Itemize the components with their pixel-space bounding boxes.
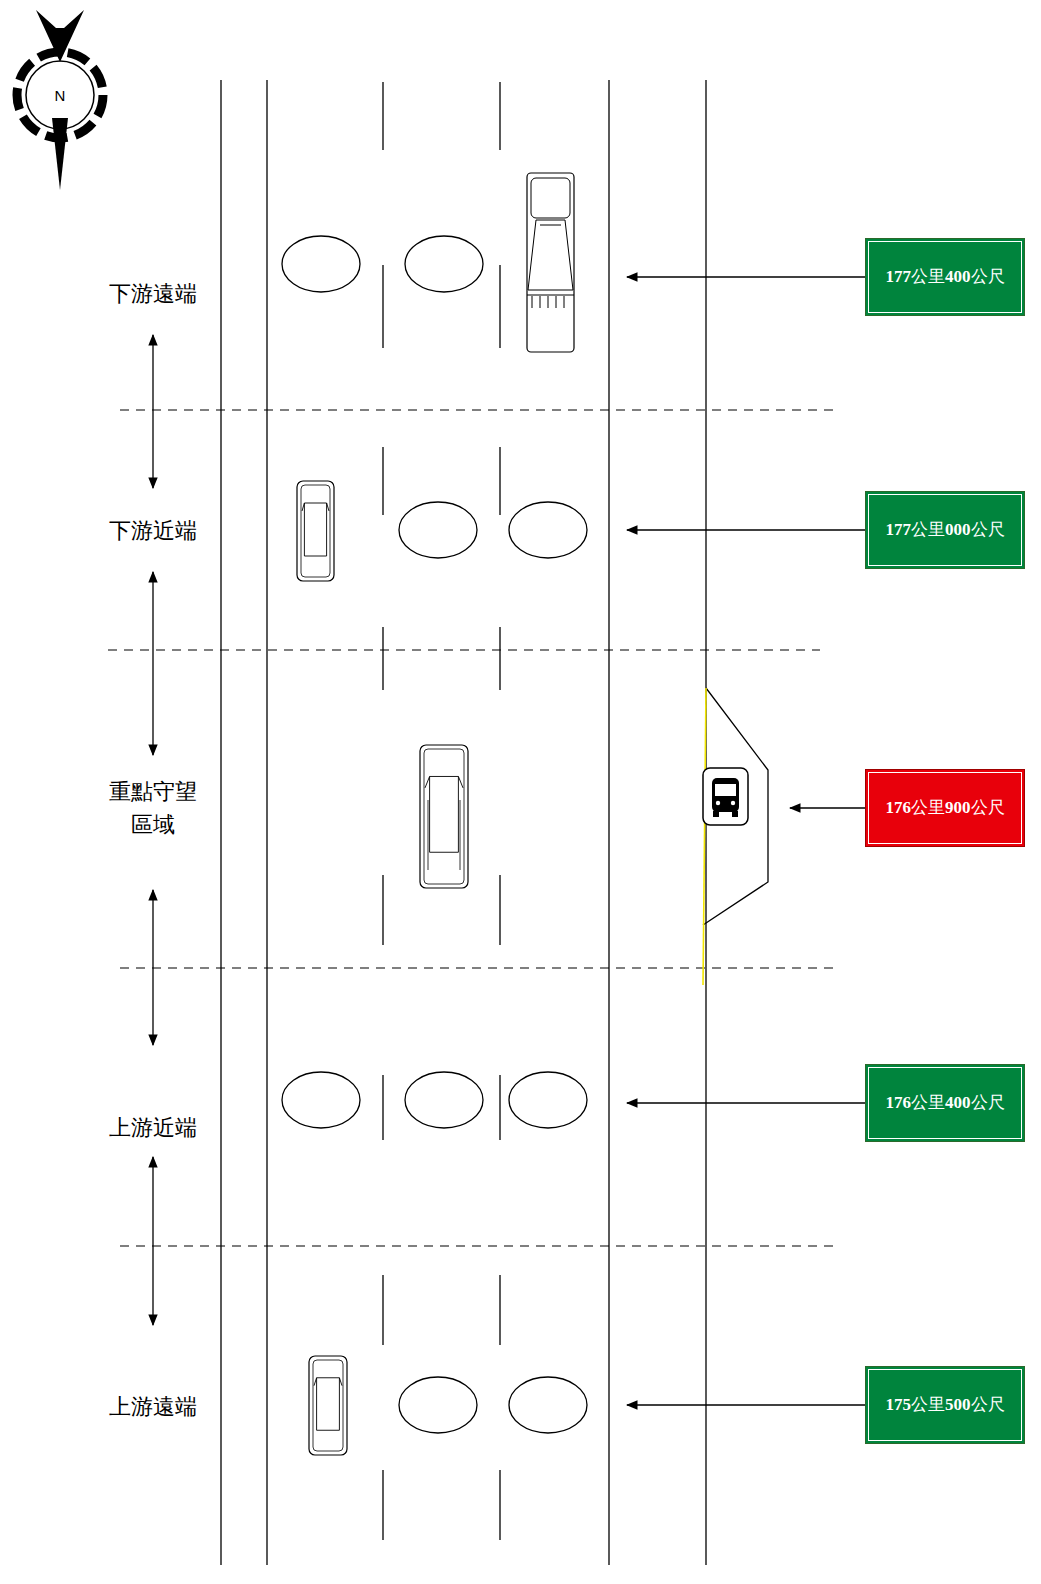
- compass-letter: N: [55, 88, 66, 103]
- car: [309, 1356, 347, 1455]
- range-arrow: [152, 572, 153, 755]
- lane-marking: [382, 1470, 383, 1540]
- lane-marking: [499, 875, 500, 945]
- zone-boundary: [108, 649, 820, 650]
- traffic-cone: [399, 1377, 477, 1433]
- sign-text: 177公里000公尺: [886, 520, 1005, 540]
- bus-bay: [703, 688, 768, 925]
- zone-boundary: [120, 1245, 835, 1246]
- traffic-cone: [405, 1072, 483, 1128]
- traffic-cone: [399, 502, 477, 558]
- sign-text: 176公里900公尺: [886, 798, 1005, 818]
- pointer-arrow: [627, 1102, 865, 1103]
- road-edge-line: [608, 80, 609, 1565]
- car: [297, 481, 334, 581]
- kilometer-sign: 176公里900公尺: [865, 769, 1025, 847]
- lane-marking: [382, 627, 383, 690]
- bus-bay-line: [703, 688, 706, 985]
- traffic-cone: [405, 236, 483, 292]
- lane-marking: [382, 1075, 383, 1140]
- bus-stop-icon: [703, 768, 748, 825]
- lane-marking: [499, 1470, 500, 1540]
- lane-marking: [382, 447, 383, 515]
- truck: [527, 173, 574, 352]
- zone-label: 下游遠端: [109, 277, 197, 310]
- sign-text: 175公里500公尺: [886, 1395, 1005, 1415]
- pointer-arrow: [627, 1404, 865, 1405]
- pointer-arrow: [627, 529, 865, 530]
- traffic-cone: [282, 236, 360, 292]
- lane-marking: [382, 1275, 383, 1345]
- traffic-cone: [282, 1072, 360, 1128]
- kilometer-sign: 177公里000公尺: [865, 491, 1025, 569]
- sign-text: 177公里400公尺: [886, 267, 1005, 287]
- road-edge-line: [220, 80, 221, 1565]
- pointer-arrow: [790, 807, 865, 808]
- pointer-arrow: [627, 276, 865, 277]
- lane-marking: [499, 447, 500, 515]
- sign-text: 176公里400公尺: [886, 1093, 1005, 1113]
- zone-boundary: [120, 409, 835, 410]
- lane-marking: [499, 1275, 500, 1345]
- road-edge-line: [266, 80, 267, 1565]
- lane-marking: [499, 265, 500, 348]
- traffic-cone: [509, 1072, 587, 1128]
- zone-boundary: [120, 967, 835, 968]
- zone-label: 上游遠端: [109, 1390, 197, 1423]
- kilometer-sign: 177公里400公尺: [865, 238, 1025, 316]
- range-arrow: [152, 1157, 153, 1325]
- lane-marking: [382, 875, 383, 945]
- range-arrow: [152, 890, 153, 1045]
- road: [17, 10, 865, 1565]
- lane-marking: [382, 82, 383, 150]
- zone-label: 下游近端: [109, 514, 197, 547]
- lane-marking: [382, 265, 383, 348]
- kilometer-sign: 175公里500公尺: [865, 1366, 1025, 1444]
- north-compass: [17, 10, 103, 190]
- zone-label: 上游近端: [109, 1111, 197, 1144]
- zone-label: 重點守望 區域: [107, 775, 199, 841]
- traffic-cone: [509, 502, 587, 558]
- lane-marking: [499, 627, 500, 690]
- van: [420, 745, 468, 888]
- range-arrow: [152, 335, 153, 488]
- kilometer-sign: 176公里400公尺: [865, 1064, 1025, 1142]
- traffic-cone: [509, 1377, 587, 1433]
- lane-marking: [499, 82, 500, 150]
- lane-marking: [499, 1075, 500, 1140]
